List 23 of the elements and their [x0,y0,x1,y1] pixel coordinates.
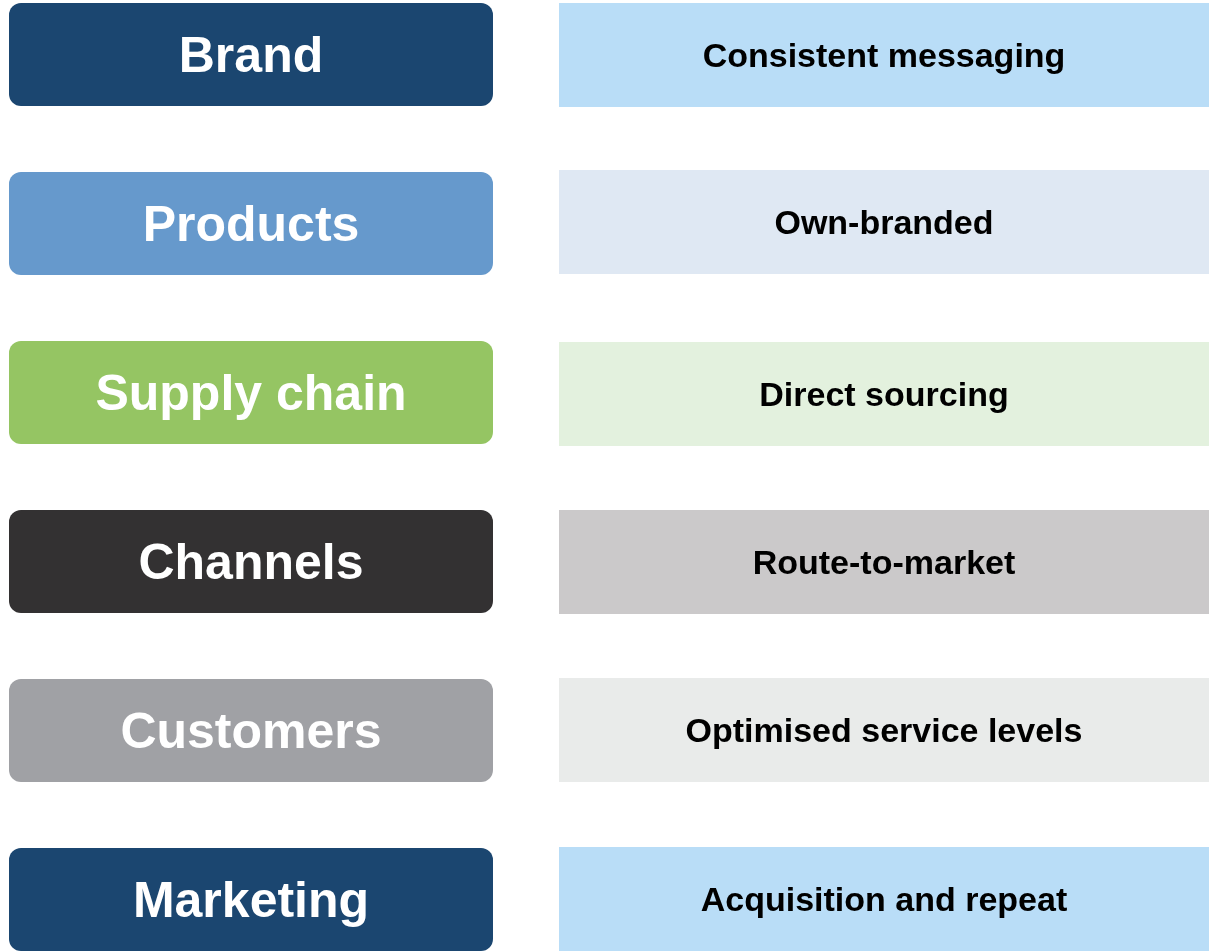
description-box [559,510,1209,614]
description-text: Own-branded [774,202,994,242]
description-text: Route-to-market [752,542,1016,582]
category-box [9,848,493,951]
description-box [559,170,1209,274]
description-text: Optimised service levels [685,710,1083,750]
category-label: Channels [138,532,364,591]
description-text: Consistent messaging [702,35,1066,75]
description-text: Direct sourcing [759,374,1009,414]
category-label: Supply chain [95,363,407,422]
category-label: Products [142,194,360,253]
category-box [9,172,493,275]
description-box [559,342,1209,446]
category-label: Brand [178,25,324,84]
category-box [9,341,493,444]
category-label: Marketing [132,870,370,929]
description-box [559,3,1209,107]
description-text: Acquisition and repeat [700,879,1068,919]
category-box [9,3,493,106]
category-label: Customers [120,701,382,760]
category-box [9,510,493,613]
category-box [9,679,493,782]
description-box [559,847,1209,951]
